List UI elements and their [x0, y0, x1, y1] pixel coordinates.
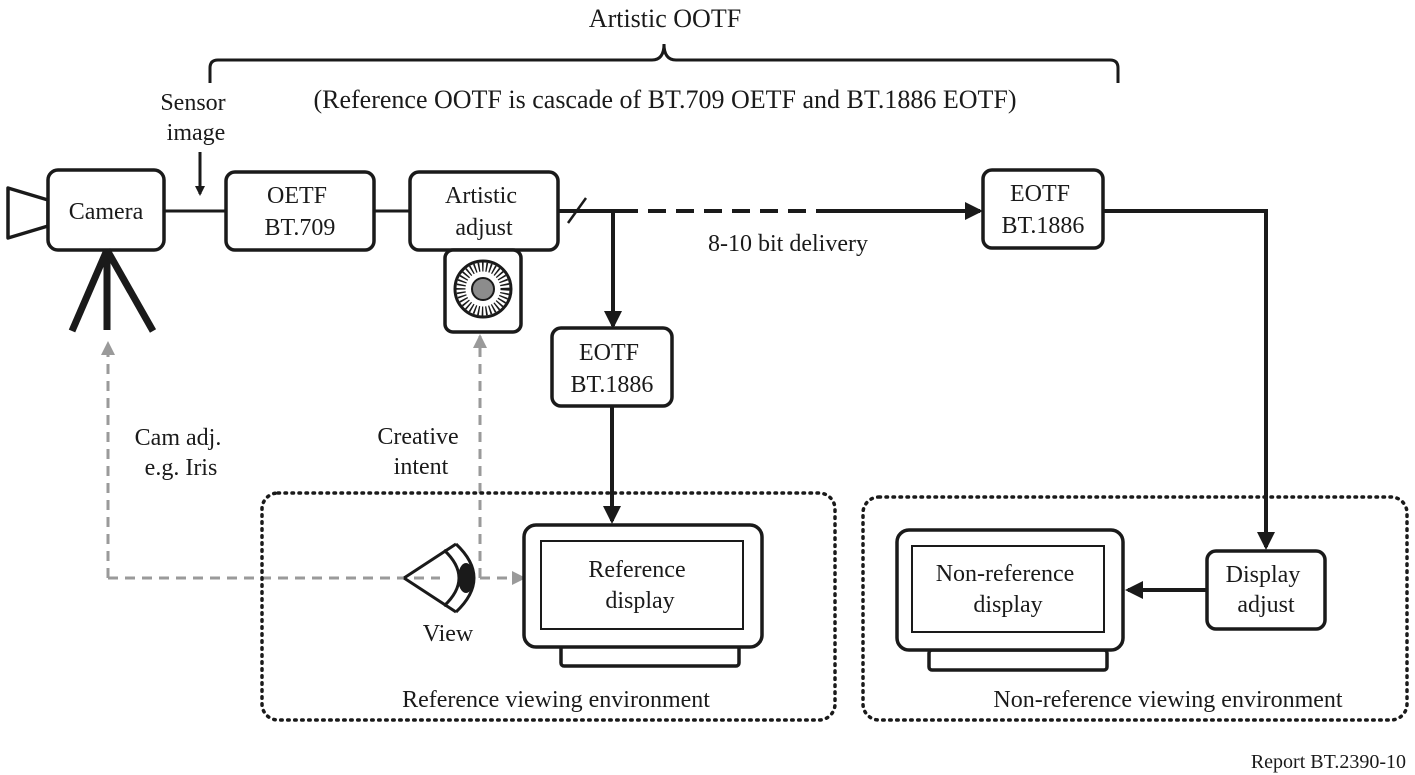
- oetf-box-label: OETF BT.709: [265, 183, 336, 241]
- eye-icon: [403, 542, 476, 614]
- non-reference-environment-box: [861, 495, 1409, 722]
- ootf-brace: [208, 43, 1120, 83]
- view-label: View: [423, 621, 474, 647]
- display-adjust-label: Display adjust: [1226, 562, 1307, 618]
- eotf-mid-label: EOTF BT.1886: [571, 340, 654, 398]
- reference-display-label: Reference display: [588, 557, 691, 614]
- non-reference-display-label: Non-reference display: [936, 561, 1081, 618]
- feedback-lines: [101, 334, 526, 585]
- reference-environment-label: Reference viewing environment: [402, 687, 710, 713]
- sensor-image-label: Sensor image: [160, 90, 231, 146]
- oetf-bt709-box: [224, 170, 376, 252]
- bus-slash: [566, 197, 588, 224]
- camera-label: Camera: [69, 199, 144, 225]
- report-id: Report BT.2390-10: [1251, 751, 1406, 773]
- diagram-title: Artistic OOTF: [589, 4, 741, 33]
- non-reference-environment-label: Non-reference viewing environment: [993, 687, 1343, 713]
- diagram-subtitle: (Reference OOTF is cascade of BT.709 OET…: [313, 85, 1016, 114]
- to-display-adjust-arrow: [1103, 209, 1275, 550]
- reference-environment-box: [260, 491, 837, 722]
- eotf-top-label: EOTF BT.1886: [1002, 181, 1085, 239]
- reference-display-icon: [522, 523, 764, 668]
- cam-adj-label: Cam adj. e.g. Iris: [135, 425, 228, 481]
- delivery-label: 8-10 bit delivery: [708, 231, 868, 257]
- artistic-box-label: Artistic adjust: [445, 183, 523, 241]
- non-reference-display-icon: [895, 528, 1125, 672]
- camera-icon: [6, 168, 166, 333]
- creative-intent-label: Creative intent: [377, 424, 464, 480]
- adjust-knob-icon: [443, 248, 523, 334]
